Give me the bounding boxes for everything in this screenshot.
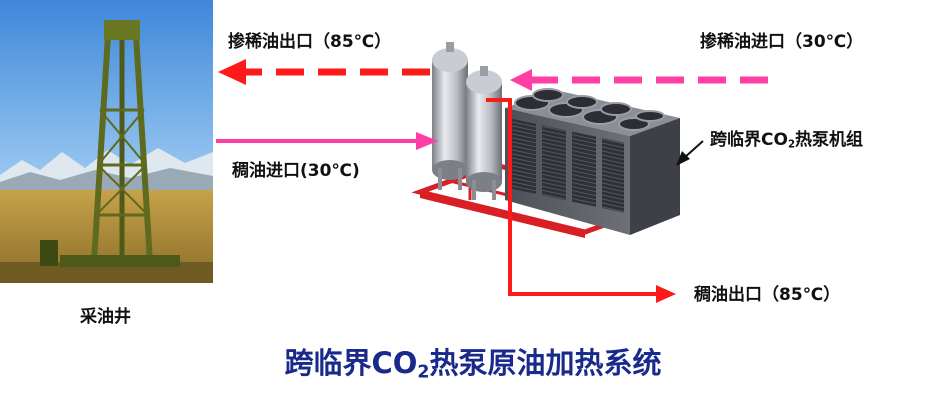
dilute-oil-inlet-label: 掺稀油进口（30℃） xyxy=(700,32,864,52)
heat-pump-unit-label: 跨临界CO2热泵机组 xyxy=(710,132,863,151)
pressure-tank-back xyxy=(432,42,468,190)
heat-pump-pointer-arrow xyxy=(676,140,704,166)
title-subscript: 2 xyxy=(417,362,430,383)
diagram-title: 跨临界CO2热泵原油加热系统 xyxy=(0,346,946,383)
heavy-oil-outlet-label: 稠油出口（85℃） xyxy=(694,285,841,305)
oil-well-photo xyxy=(0,0,213,283)
pressure-tank-front xyxy=(466,66,502,200)
heat-pump-label-prefix: 跨临界CO xyxy=(710,130,788,150)
heavy-oil-inlet-label: 稠油进口(30℃) xyxy=(232,161,360,181)
heavy-oil-inlet-arrow xyxy=(216,132,438,150)
dilute-oil-inlet-arrow xyxy=(510,69,768,91)
heat-pump-label-subscript: 2 xyxy=(787,139,796,151)
oil-well-label: 采油井 xyxy=(80,307,131,327)
dilute-oil-outlet-label: 掺稀油出口（85℃） xyxy=(228,32,392,52)
title-prefix: 跨临界CO xyxy=(284,346,418,380)
dilute-oil-outlet-arrow xyxy=(218,59,430,85)
heat-pump-label-suffix: 热泵机组 xyxy=(795,130,864,150)
heat-pump-unit xyxy=(505,88,680,235)
heavy-oil-outlet-arrow xyxy=(486,98,676,303)
title-suffix: 热泵原油加热系统 xyxy=(429,346,662,380)
